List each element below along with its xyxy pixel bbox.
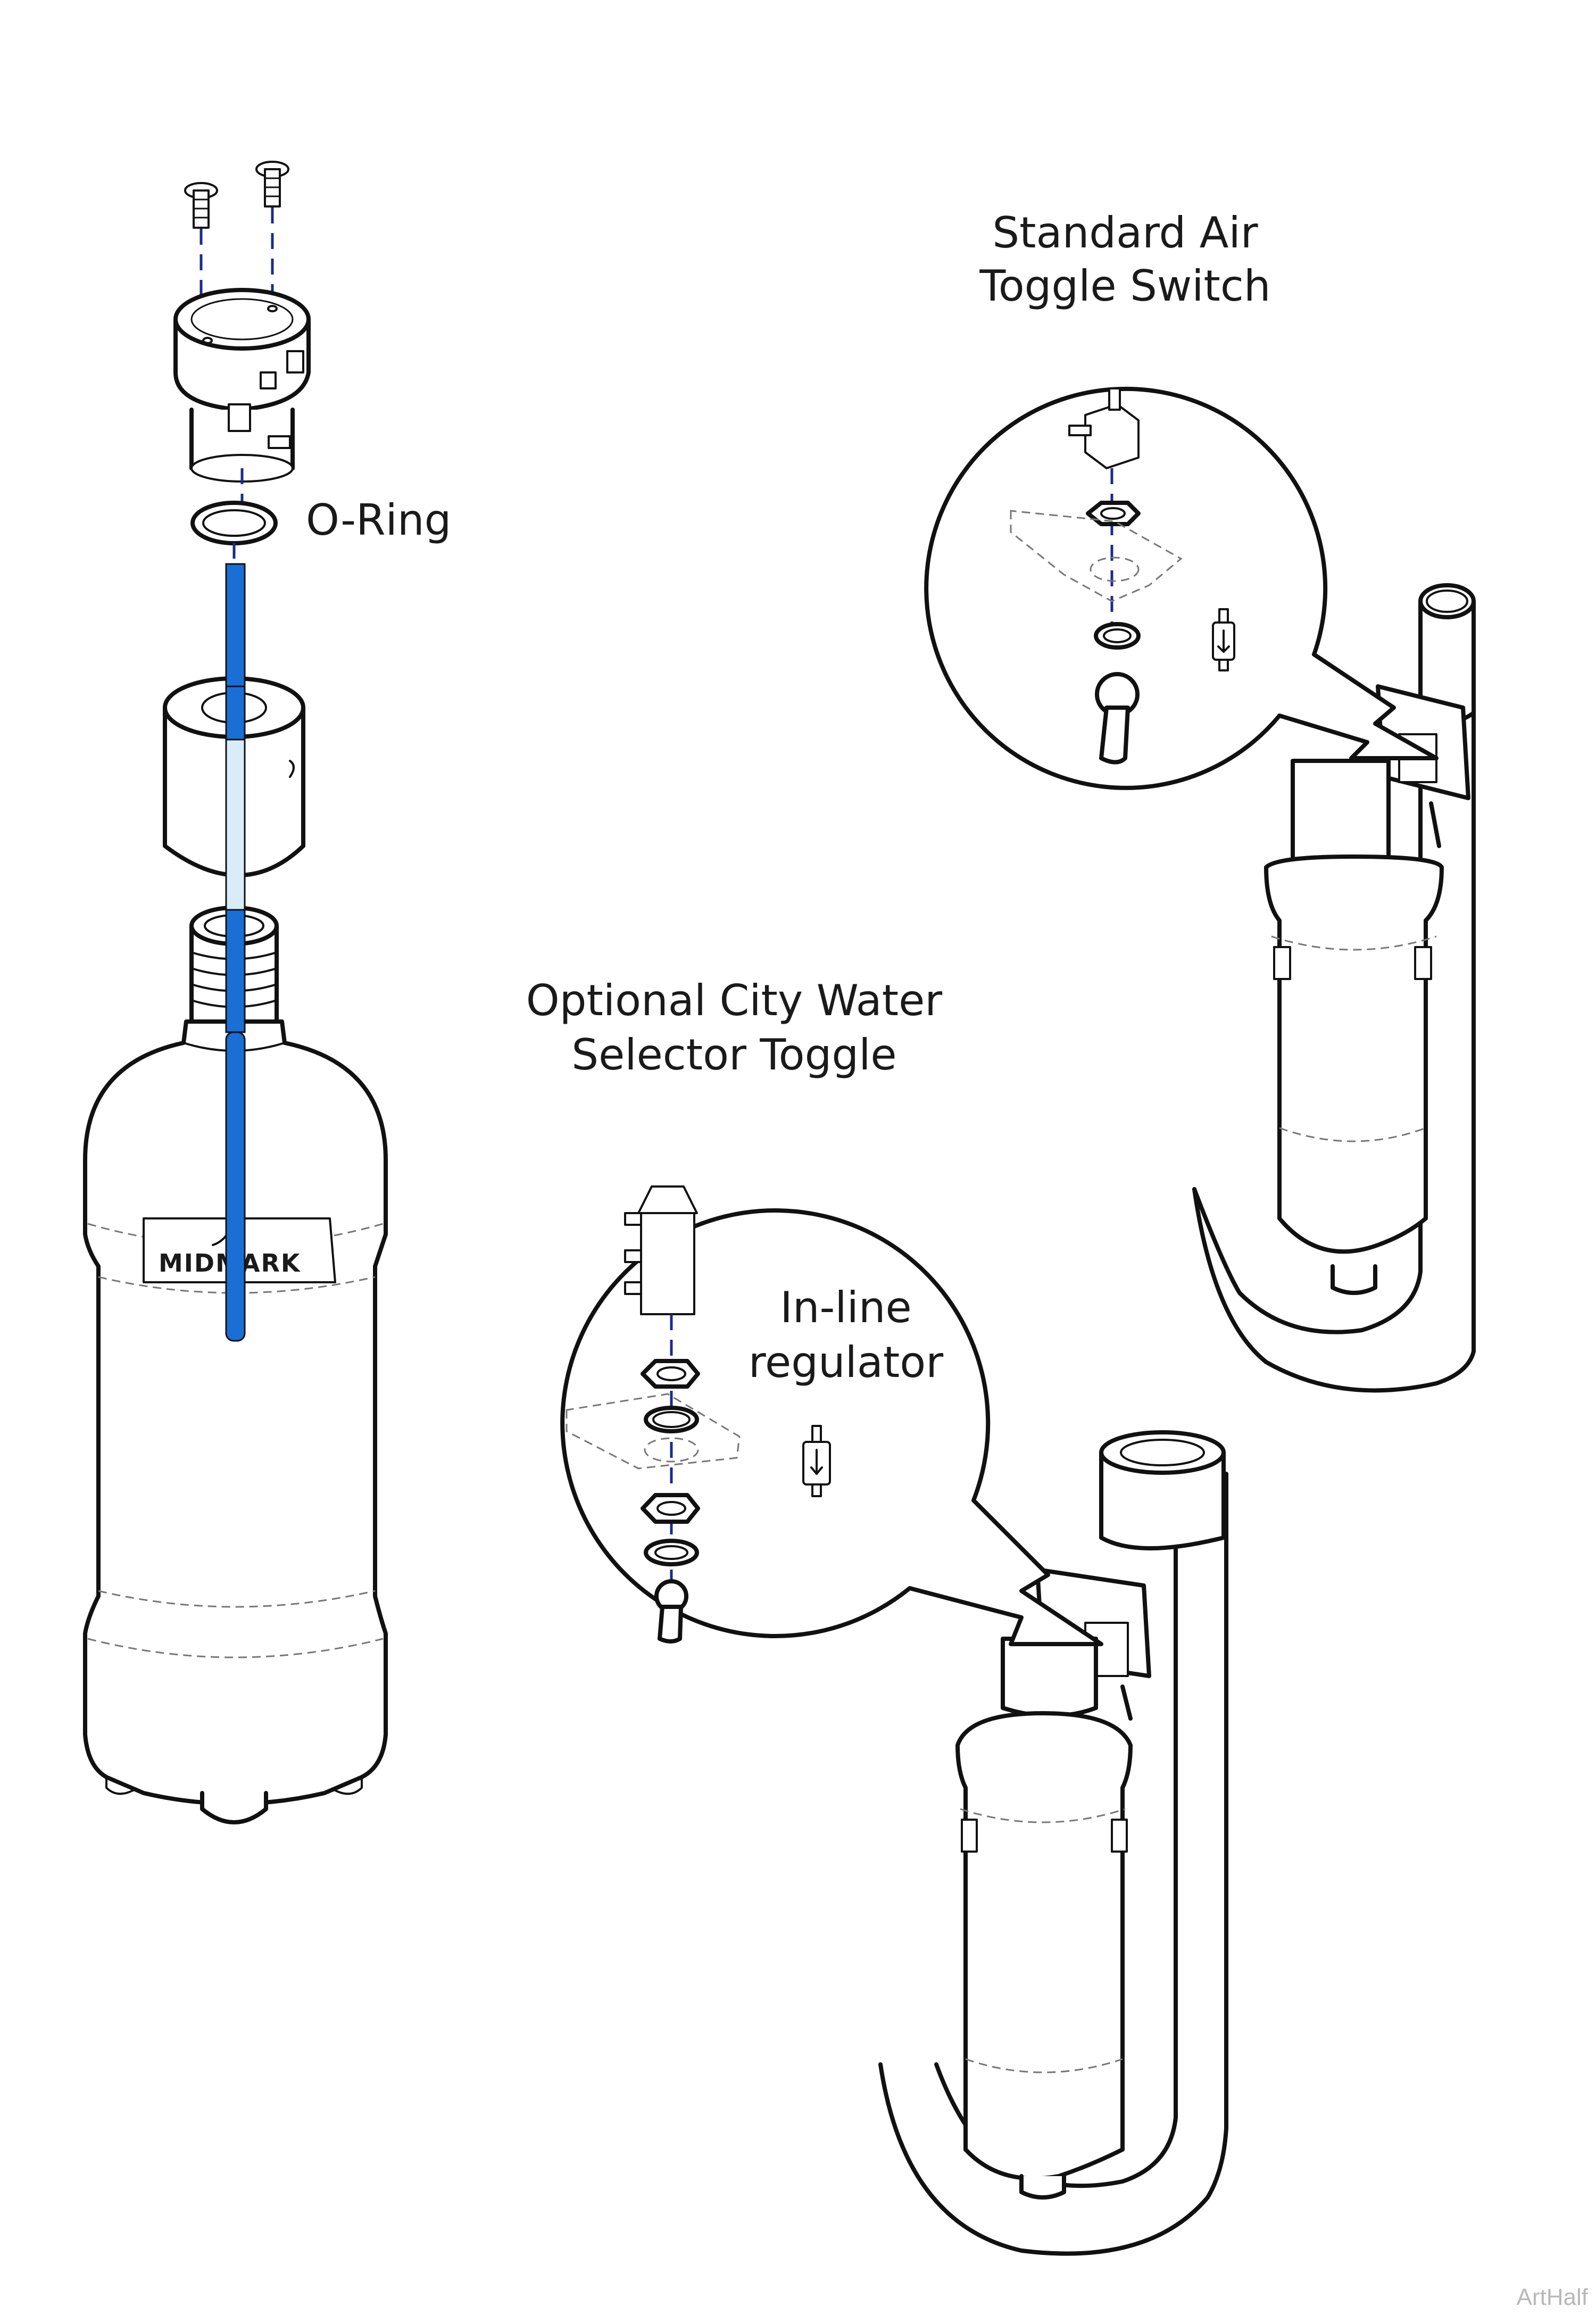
city-water-unit-assembly <box>878 1430 1228 2256</box>
screw-left <box>184 182 218 229</box>
corner-label: ArtHalf <box>1517 2284 1589 2310</box>
hex-nut-upper <box>641 1359 700 1389</box>
standard-air-label-line2: Toggle Switch <box>979 261 1270 311</box>
o-ring-label: O-Ring <box>306 495 451 545</box>
screw-right <box>255 161 289 208</box>
water-bottle: MIDMARK <box>83 1019 388 1824</box>
bottle-exploded-assembly: MIDMARK <box>83 161 388 1824</box>
hex-nut <box>1086 501 1141 526</box>
washer-lower <box>644 1539 699 1566</box>
o-ring-upper <box>644 1406 699 1433</box>
selector-toggle-valve <box>624 1185 698 1315</box>
toggle-lever <box>1095 672 1140 765</box>
optional-city-water-label-line2: Selector Toggle <box>571 1030 896 1080</box>
standard-air-unit-assembly <box>1192 583 1476 1393</box>
air-regulator-small <box>1212 608 1235 671</box>
inline-regulator-label-line2: regulator <box>749 1338 943 1387</box>
city-water-callout: In-line regulator <box>560 1185 1103 1646</box>
optional-city-water-label-line1: Optional City Water <box>526 976 942 1025</box>
hex-nut-lower <box>641 1493 700 1524</box>
selector-toggle-lever <box>654 1579 688 1644</box>
standard-air-label-line1: Standard Air <box>992 208 1258 258</box>
inline-regulator <box>802 1425 831 1497</box>
standard-air-callout <box>924 386 1439 790</box>
inline-regulator-label-line1: In-line <box>780 1283 912 1332</box>
bottle-cap-manifold <box>173 288 311 483</box>
air-toggle-valve <box>1068 387 1140 469</box>
washer <box>1094 622 1141 650</box>
o-ring <box>190 501 278 545</box>
pickup-tube <box>225 563 246 1342</box>
